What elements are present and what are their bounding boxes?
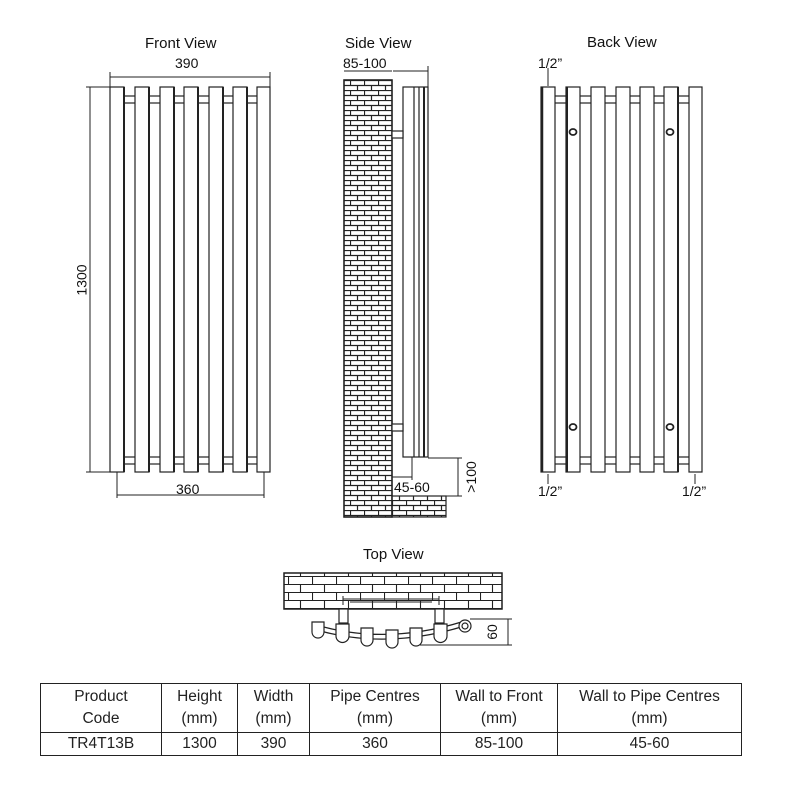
cell-width: 390	[237, 732, 310, 756]
cell-product-code: TR4T13B	[40, 732, 162, 756]
side-floor-clearance-label: >100	[462, 461, 479, 493]
side-wall-to-front-label: 85-100	[343, 55, 387, 71]
side-wall-to-pipe-label: 45-60	[394, 479, 430, 495]
back-view-drawing	[540, 68, 703, 484]
front-width-label: 390	[175, 55, 199, 71]
front-view-title: Front View	[145, 35, 217, 52]
front-height-label: 1300	[73, 264, 90, 296]
back-inlet-bottom-left-label: 1/2”	[538, 483, 563, 499]
front-pipe-centres-label: 360	[176, 481, 200, 497]
top-view-title: Top View	[363, 546, 424, 563]
table-row: TR4T13B 1300 390 360 85-100 45-60	[40, 732, 742, 756]
side-view-title: Side View	[345, 35, 412, 52]
technical-drawings	[86, 66, 703, 649]
side-view-drawing	[343, 66, 462, 518]
front-view-drawing	[86, 72, 271, 498]
cell-wall-to-front: 85-100	[440, 732, 558, 756]
back-inlet-top-left-label: 1/2”	[538, 55, 563, 71]
back-view-title: Back View	[587, 34, 657, 51]
top-view-drawing	[283, 572, 512, 649]
cell-pipe-centres: 360	[309, 732, 441, 756]
back-inlet-bottom-right-label: 1/2”	[682, 483, 707, 499]
header-wall-to-pipe-centres: Wall to Pipe Centres(mm)	[557, 683, 742, 733]
cell-wall-to-pipe-centres: 45-60	[557, 732, 742, 756]
header-pipe-centres: Pipe Centres(mm)	[309, 683, 441, 733]
header-height: Height(mm)	[161, 683, 238, 733]
header-width: Width(mm)	[237, 683, 310, 733]
top-depth-label: 60	[483, 624, 500, 640]
cell-height: 1300	[161, 732, 238, 756]
header-wall-to-front: Wall to Front(mm)	[440, 683, 558, 733]
